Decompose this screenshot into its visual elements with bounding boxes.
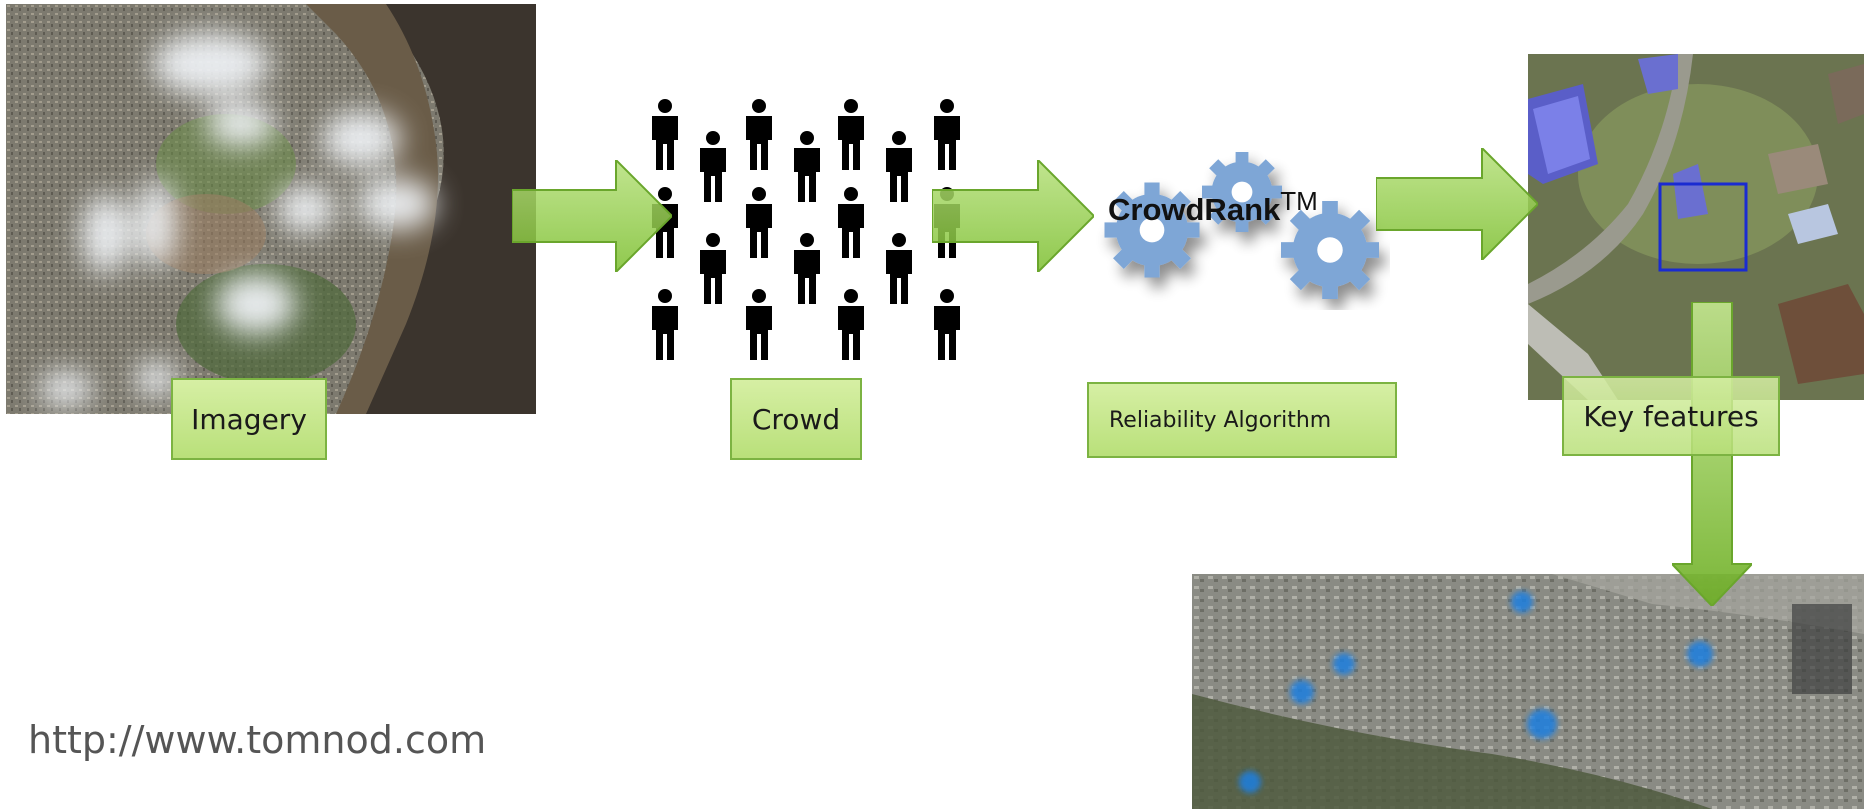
arrow-icon	[1376, 148, 1538, 260]
crowd-label: Crowd	[730, 378, 862, 460]
person-icon	[652, 289, 678, 360]
key-features-aerial-image	[1528, 54, 1864, 400]
person-icon	[838, 187, 864, 258]
crowd-label-text: Crowd	[751, 402, 841, 436]
person-icon	[746, 99, 772, 170]
person-icon	[746, 187, 772, 258]
arrow-icon	[512, 160, 672, 272]
crowdrank-name: CrowdRank	[1108, 192, 1281, 227]
algorithm-label-text: Reliability Algorithm	[1109, 407, 1332, 433]
person-icon	[838, 99, 864, 170]
person-icon	[934, 99, 960, 170]
arrow-icon	[932, 160, 1094, 272]
person-icon	[652, 99, 678, 170]
person-icon	[794, 131, 820, 202]
person-icon	[794, 233, 820, 304]
imagery-label: Imagery	[171, 378, 327, 460]
key-features-label-text: Key features	[1583, 399, 1759, 433]
crowdrank-title: CrowdRankTM	[1108, 186, 1318, 228]
result-aerial-image	[1192, 574, 1864, 809]
person-icon	[700, 233, 726, 304]
person-icon	[838, 289, 864, 360]
imagery-satellite-image	[6, 4, 536, 414]
gears-graphic	[1104, 152, 1379, 299]
website-url[interactable]: http://www.tomnod.com	[28, 718, 487, 762]
algorithm-label: Reliability Algorithm	[1087, 382, 1397, 458]
imagery-label-text: Imagery	[191, 402, 307, 436]
person-icon	[886, 233, 912, 304]
person-icon	[934, 289, 960, 360]
person-icon	[746, 289, 772, 360]
trademark-mark: TM	[1280, 186, 1318, 216]
person-icon	[700, 131, 726, 202]
key-features-label: Key features	[1562, 376, 1780, 456]
person-icon	[886, 131, 912, 202]
